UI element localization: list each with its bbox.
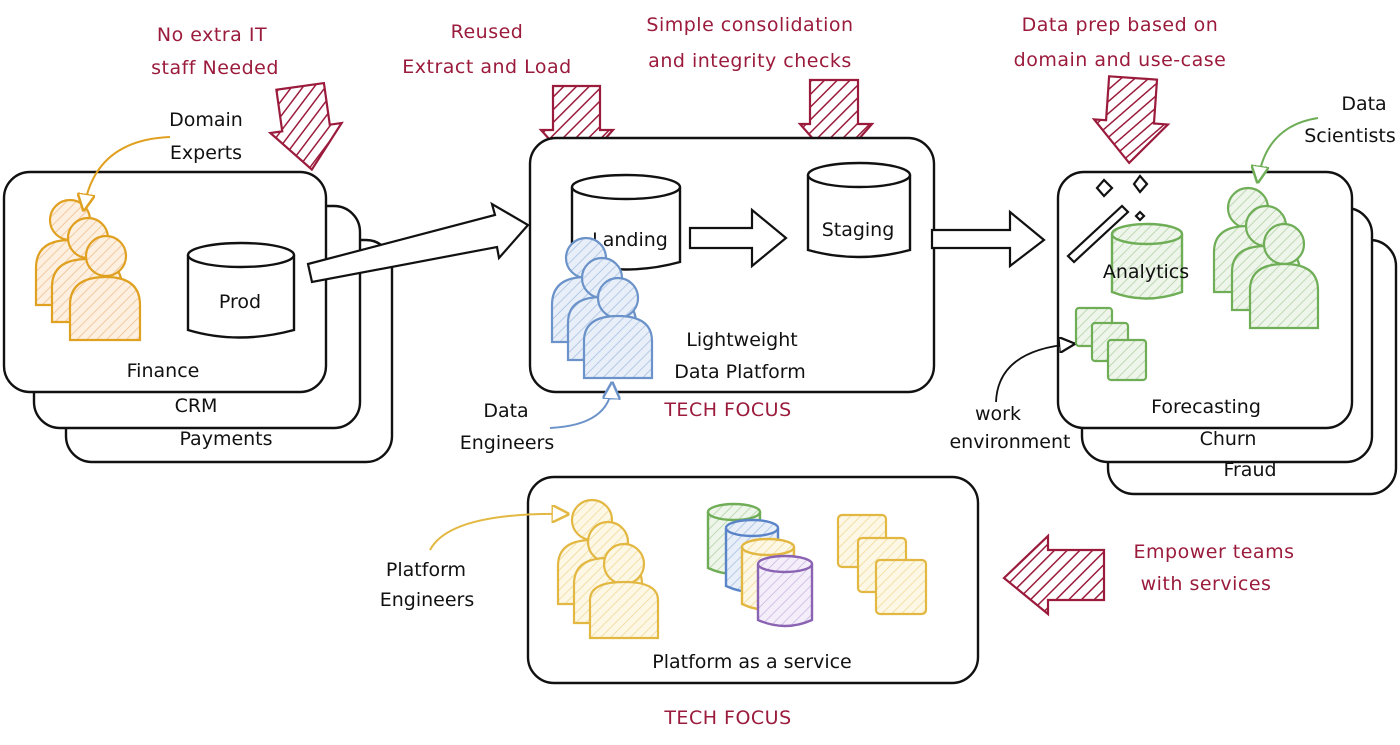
staging-database-label: Staging (822, 219, 895, 241)
flow-arrow-icon (306, 201, 530, 284)
use-case-stack: Forecasting Churn Fraud Analytics (949, 93, 1398, 496)
service-database-purple-icon (756, 554, 814, 628)
annotation-reused-el-line1: Reused (451, 21, 524, 43)
annotation-consolidation-line2: and integrity checks (648, 50, 852, 72)
tech-focus-label-bottom: TECH FOCUS (663, 707, 791, 729)
magic-wand-icon (1066, 174, 1149, 264)
prod-database-icon (186, 241, 296, 339)
annotation-no-extra-it: No extra IT staff Needed (151, 24, 279, 79)
data-scientists-personas-icon (1212, 186, 1320, 330)
source-domain-stack: Finance CRM Payments Prod Domain Experts (2, 109, 394, 464)
platform-engineers-pointer (429, 514, 566, 551)
domain-experts-label-line2: Experts (170, 142, 242, 164)
domain-label-crm: CRM (175, 395, 218, 417)
work-environment-notebooks-icon (1074, 306, 1148, 382)
platform-engineers-personas-icon (556, 498, 660, 640)
annotation-no-extra-it-line2: staff Needed (151, 57, 279, 79)
red-left-arrow-icon (1002, 533, 1106, 617)
flow-arrow-icon (688, 207, 788, 269)
use-case-label-forecasting: Forecasting (1151, 396, 1261, 418)
domain-experts-label-line1: Domain (169, 109, 243, 131)
red-down-arrow-icon (1091, 75, 1171, 165)
use-case-label-churn: Churn (1200, 428, 1257, 450)
domain-experts-personas-icon (34, 198, 142, 342)
analytics-database-label: Analytics (1103, 261, 1189, 283)
flow-arrow-icon (930, 209, 1046, 269)
annotation-empower-line1: Empower teams (1134, 541, 1295, 563)
use-case-label-fraud: Fraud (1223, 459, 1276, 481)
service-notebooks-icon (836, 513, 928, 616)
data-platform-title-line1: Lightweight (686, 329, 797, 351)
annotation-no-extra-it-line1: No extra IT (157, 24, 267, 46)
annotation-empower-line2: with services (1141, 573, 1272, 595)
work-environment-label-line2: environment (949, 431, 1070, 453)
domain-label-finance: Finance (127, 360, 200, 382)
platform-service-panel: Platform as a service (429, 475, 980, 685)
annotation-consolidation-line1: Simple consolidation (646, 14, 853, 36)
tech-focus-label-top: TECH FOCUS (663, 399, 791, 421)
red-down-arrow-icon (267, 81, 344, 172)
data-engineers-label-line2: Engineers (460, 432, 555, 454)
work-environment-label-line1: work (975, 403, 1021, 425)
domain-experts-pointer (84, 136, 171, 208)
data-engineers-label-line1: Data (483, 400, 528, 422)
platform-service-title: Platform as a service (652, 651, 852, 673)
landing-database-label: Landing (592, 229, 668, 251)
data-platform-title-line2: Data Platform (674, 361, 806, 383)
analytics-database-icon (1110, 222, 1184, 300)
annotation-data-prep-line1: Data prep based on (1022, 14, 1219, 36)
annotation-consolidation: Simple consolidation and integrity check… (646, 14, 853, 72)
platform-engineers-label-line1: Platform (386, 559, 466, 581)
annotation-data-prep-line2: domain and use-case (1014, 49, 1227, 71)
prod-database-label: Prod (219, 291, 261, 313)
annotation-reused-el: Reused Extract and Load (402, 21, 571, 78)
data-scientists-label-line1: Data (1341, 93, 1386, 115)
annotation-reused-el-line2: Extract and Load (402, 56, 571, 78)
data-platform-panel: Landing Staging Lightweight Data Platfor… (528, 136, 936, 394)
data-scientists-label-line2: Scientists (1304, 125, 1396, 147)
data-engineers-personas-icon (550, 236, 654, 380)
data-engineers-pointer (549, 385, 612, 429)
work-environment-pointer (995, 344, 1072, 403)
domain-label-payments: Payments (179, 428, 272, 450)
data-scientists-pointer (1258, 117, 1319, 180)
platform-engineers-label-line2: Engineers (380, 589, 475, 611)
annotation-empower: Empower teams with services (1134, 541, 1295, 595)
annotation-data-prep: Data prep based on domain and use-case (1014, 14, 1227, 71)
staging-database-icon (806, 161, 912, 259)
